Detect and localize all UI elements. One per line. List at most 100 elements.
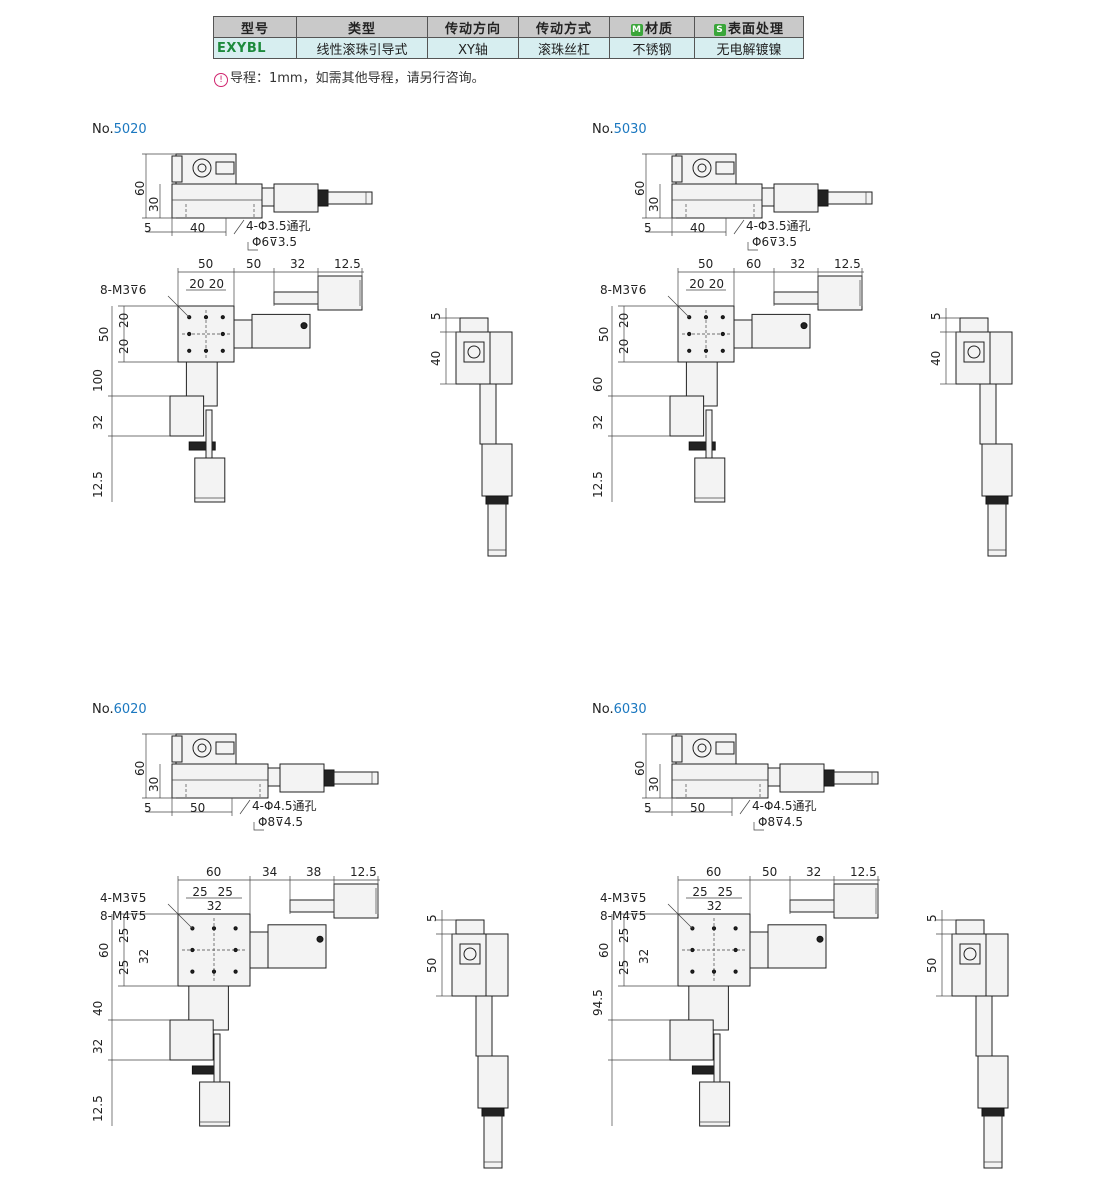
lead-note-text: 导程：1mm，如需其他导程，请另行咨询。 (230, 71, 485, 86)
dim-plan-v3: 32 (637, 949, 651, 965)
dim-plan-below-1: 100 (91, 369, 105, 392)
dim-plan-below-3: 12.5 (591, 471, 605, 498)
side-view (940, 308, 1013, 557)
dim-side-height: 40 (929, 350, 943, 366)
dim-plan-spacing-3: 32 (206, 899, 223, 913)
dim-plan-v2: 20 (617, 338, 631, 354)
dim-plan-v1: 20 (117, 313, 131, 329)
dim-plan-width-4: 12.5 (350, 865, 377, 879)
dim-front-through-hole: 4-Φ3.5通孔 (746, 219, 811, 233)
stage-drawing-6020 (108, 733, 509, 1169)
dim-side-top: 5 (925, 914, 939, 922)
model-title-5020: No.5020 (92, 122, 147, 137)
dim-plan-width-3: 38 (306, 865, 322, 879)
dim-side-height: 50 (925, 957, 939, 973)
plan-view (608, 876, 880, 1127)
dim-plan-v1: 20 (617, 313, 631, 329)
cell-material: 不锈钢 (609, 37, 695, 59)
dim-front-offset: 5 (644, 221, 652, 235)
cell-model: EXYBL (213, 37, 297, 59)
cell-type: 线性滚珠引导式 (296, 37, 428, 59)
dim-plan-tap: 4-M3⊽5 (600, 891, 647, 905)
dim-plan-below-2: 32 (91, 1038, 105, 1054)
dim-plan-width-1: 60 (706, 865, 722, 879)
dim-side-top: 5 (429, 312, 443, 320)
dim-plan-v2: 25 (117, 959, 131, 976)
dim-plan-width-1: 50 (198, 257, 214, 271)
stage-drawing-6030 (608, 733, 1009, 1169)
model-prefix: No. (92, 702, 114, 717)
dim-front-height-total: 60 (133, 180, 147, 196)
dim-front-pitch: 50 (190, 801, 206, 815)
dim-front-pitch: 40 (690, 221, 706, 235)
dim-plan-v2: 25 (617, 959, 631, 976)
warning-icon: ! (214, 73, 228, 87)
dim-front-counterbore: Φ6⊽3.5 (252, 235, 297, 249)
dim-plan-below-1: 94.5 (591, 989, 605, 1016)
dim-plan-v3: 32 (137, 949, 151, 965)
dim-plan-spacing-2: 25 (717, 885, 733, 899)
dim-plan-width-2: 60 (746, 257, 762, 271)
dim-plan-width-2: 50 (246, 257, 262, 271)
dim-front-height-body: 30 (147, 776, 161, 792)
dim-plan-below-3: 12.5 (91, 471, 105, 498)
dim-plan-below-1: 40 (91, 1000, 105, 1016)
dim-plan-spacing-2: 25 (217, 885, 233, 899)
dim-plan-spacing-1: 20 (189, 277, 205, 291)
dim-plan-width-1: 50 (698, 257, 714, 271)
dim-front-offset: 5 (644, 801, 652, 815)
dim-plan-width-3: 32 (806, 865, 822, 879)
model-number: 5030 (613, 122, 647, 137)
dim-plan-tap-2: 8-M4⊽5 (600, 909, 647, 923)
model-number: 6030 (613, 702, 647, 717)
dim-front-height-body: 30 (647, 196, 661, 212)
dim-plan-width-3: 32 (290, 257, 306, 271)
surface-badge-icon: S (713, 23, 726, 36)
dim-plan-below-2: 32 (91, 414, 105, 430)
cell-drive-method: 滚珠丝杠 (518, 37, 610, 59)
dim-plan-below-3: 12.5 (91, 1095, 105, 1122)
dim-plan-spacing-1: 25 (692, 885, 708, 899)
dim-side-top: 5 (929, 312, 943, 320)
dim-front-height-body: 30 (647, 776, 661, 792)
stage-drawing-5030 (608, 153, 1013, 557)
plan-view (608, 268, 864, 503)
dim-front-counterbore: Φ8⊽4.5 (758, 815, 803, 829)
dim-front-height-total: 60 (633, 180, 647, 196)
dim-plan-spacing-2: 20 (708, 277, 725, 291)
model-prefix: No. (592, 702, 614, 717)
dim-front-counterbore: Φ8⊽4.5 (258, 815, 303, 829)
header-model: 型号 (213, 16, 297, 38)
dim-plan-spacing-1: 20 (689, 277, 705, 291)
dim-side-top: 5 (425, 914, 439, 922)
header-drive-direction: 传动方向 (427, 16, 519, 38)
dim-plan-width-3: 32 (790, 257, 806, 271)
dim-plan-width-4: 12.5 (834, 257, 861, 271)
side-view (436, 910, 509, 1169)
material-badge-icon: M (630, 23, 643, 36)
dim-side-height: 40 (429, 350, 443, 366)
model-number: 5020 (113, 122, 147, 137)
dim-plan-below-1: 60 (591, 376, 605, 392)
front-view (642, 733, 879, 831)
dim-plan-tap: 4-M3⊽5 (100, 891, 147, 905)
dim-plan-v-total: 60 (597, 942, 611, 958)
dim-plan-width-1: 60 (206, 865, 222, 879)
plan-view (108, 268, 364, 503)
model-number: 6020 (113, 702, 147, 717)
dim-plan-v-total: 50 (597, 326, 611, 342)
dim-plan-tap: 8-M3⊽6 (600, 283, 647, 297)
dim-front-offset: 5 (144, 221, 152, 235)
side-view (936, 910, 1009, 1169)
header-type: 类型 (296, 16, 428, 38)
dim-plan-v-total: 60 (97, 942, 111, 958)
dim-plan-width-4: 12.5 (850, 865, 877, 879)
dim-front-through-hole: 4-Φ4.5通孔 (752, 799, 817, 813)
dim-plan-spacing-1: 25 (192, 885, 208, 899)
dim-side-height: 50 (425, 957, 439, 973)
cell-drive-direction: XY轴 (427, 37, 519, 59)
